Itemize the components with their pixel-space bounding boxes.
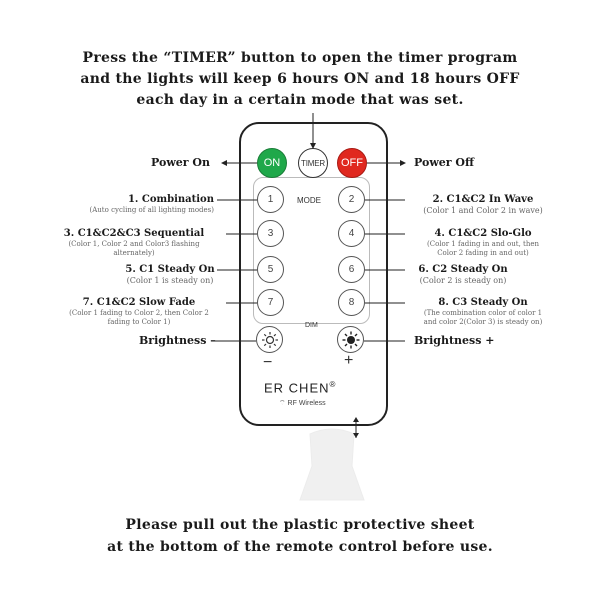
rf-wireless-text: RF Wireless <box>287 400 326 407</box>
key-7-button[interactable]: 7 <box>257 289 284 316</box>
key-2-button[interactable]: 2 <box>338 186 365 213</box>
key-3-desc-1: (Color 1, Color 2 and Color3 flashing <box>68 240 200 248</box>
brightness-plus-label: Brightness + <box>414 334 495 347</box>
sun-outline-icon <box>261 331 278 348</box>
power-off-label: Power Off <box>414 156 475 169</box>
dim-label: DIM <box>305 322 318 329</box>
key-4-desc-2: Color 2 fading in and out) <box>437 249 529 257</box>
key-4-description: 4. C1&C2 Slo-Glo (Color 1 fading in and … <box>408 228 558 258</box>
rf-wireless-label: ⌔ RF Wireless <box>279 399 326 408</box>
mode-label: MODE <box>297 196 321 205</box>
key-5-title: 5. C1 Steady On <box>125 264 215 275</box>
footer-line-1: Please pull out the plastic protective s… <box>125 517 475 533</box>
key-8-desc-1: (The combination color of color 1 <box>423 309 543 317</box>
key-6-title: 6. C2 Steady On <box>418 264 508 275</box>
key-7-description: 7. C1&C2 Slow Fade (Color 1 fading to Co… <box>50 297 228 327</box>
footer-instructions: Please pull out the plastic protective s… <box>0 514 600 558</box>
key-3-description: 3. C1&C2&C3 Sequential (Color 1, Color 2… <box>44 228 224 258</box>
key-6-desc: (Color 2 is steady on) <box>419 276 507 285</box>
on-button[interactable]: ON <box>257 148 287 178</box>
plus-symbol: + <box>344 352 354 369</box>
header-line-2: and the lights will keep 6 hours ON and … <box>80 71 520 87</box>
key-1-button[interactable]: 1 <box>257 186 284 213</box>
header-instructions: Press the “TIMER” button to open the tim… <box>0 48 600 111</box>
key-8-title: 8. C3 Steady On <box>438 297 528 308</box>
header-line-3: each day in a certain mode that was set. <box>136 92 464 108</box>
key-3-desc-2: alternately) <box>113 249 155 257</box>
brightness-up-button[interactable] <box>337 326 364 353</box>
key-3-button[interactable]: 3 <box>257 220 284 247</box>
brand-name: ER CHEN <box>264 380 330 396</box>
plastic-protective-sheet <box>299 428 365 501</box>
header-line-1: Press the “TIMER” button to open the tim… <box>82 50 518 66</box>
key-1-desc: (Auto cycling of all lighting modes) <box>89 206 214 214</box>
key-6-description: 6. C2 Steady On (Color 2 is steady on) <box>408 264 518 285</box>
key-3-title: 3. C1&C2&C3 Sequential <box>63 228 205 239</box>
key-7-desc-1: (Color 1 fading to Color 2, then Color 2 <box>69 309 209 317</box>
off-button[interactable]: OFF <box>337 148 367 178</box>
key-8-description: 8. C3 Steady On (The combination color o… <box>408 297 558 327</box>
brightness-down-button[interactable] <box>256 326 283 353</box>
key-7-title: 7. C1&C2 Slow Fade <box>82 297 196 308</box>
power-on-label: Power On <box>151 156 210 169</box>
timer-button[interactable]: TIMER <box>298 148 328 178</box>
key-8-desc-2: and color 2(Color 3) is steady on) <box>423 318 543 326</box>
key-1-title: 1. Combination <box>127 194 214 205</box>
key-4-title: 4. C1&C2 Slo-Glo <box>434 228 532 239</box>
sun-filled-icon <box>342 331 359 348</box>
key-2-description: 2. C1&C2 In Wave (Color 1 and Color 2 in… <box>408 194 558 215</box>
registered-mark: ® <box>329 380 337 389</box>
footer-line-2: at the bottom of the remote control befo… <box>107 539 493 555</box>
key-8-button[interactable]: 8 <box>338 289 365 316</box>
key-5-button[interactable]: 5 <box>257 256 284 283</box>
brightness-minus-label: Brightness – <box>139 334 216 347</box>
key-1-description: 1. Combination (Auto cycling of all ligh… <box>14 194 214 215</box>
key-6-button[interactable]: 6 <box>338 256 365 283</box>
wifi-icon: ⌔ <box>279 400 286 407</box>
key-2-title: 2. C1&C2 In Wave <box>432 194 534 205</box>
key-4-desc-1: (Color 1 fading in and out, then <box>426 240 540 248</box>
key-7-desc-2: fading to Color 1) <box>107 318 171 326</box>
key-4-button[interactable]: 4 <box>338 220 365 247</box>
key-5-desc: (Color 1 is steady on) <box>126 276 214 285</box>
key-5-description: 5. C1 Steady On (Color 1 is steady on) <box>120 264 220 285</box>
brand-logo: ER CHEN® <box>264 380 336 395</box>
key-2-desc: (Color 1 and Color 2 in wave) <box>423 206 543 215</box>
minus-symbol: − <box>263 354 273 371</box>
